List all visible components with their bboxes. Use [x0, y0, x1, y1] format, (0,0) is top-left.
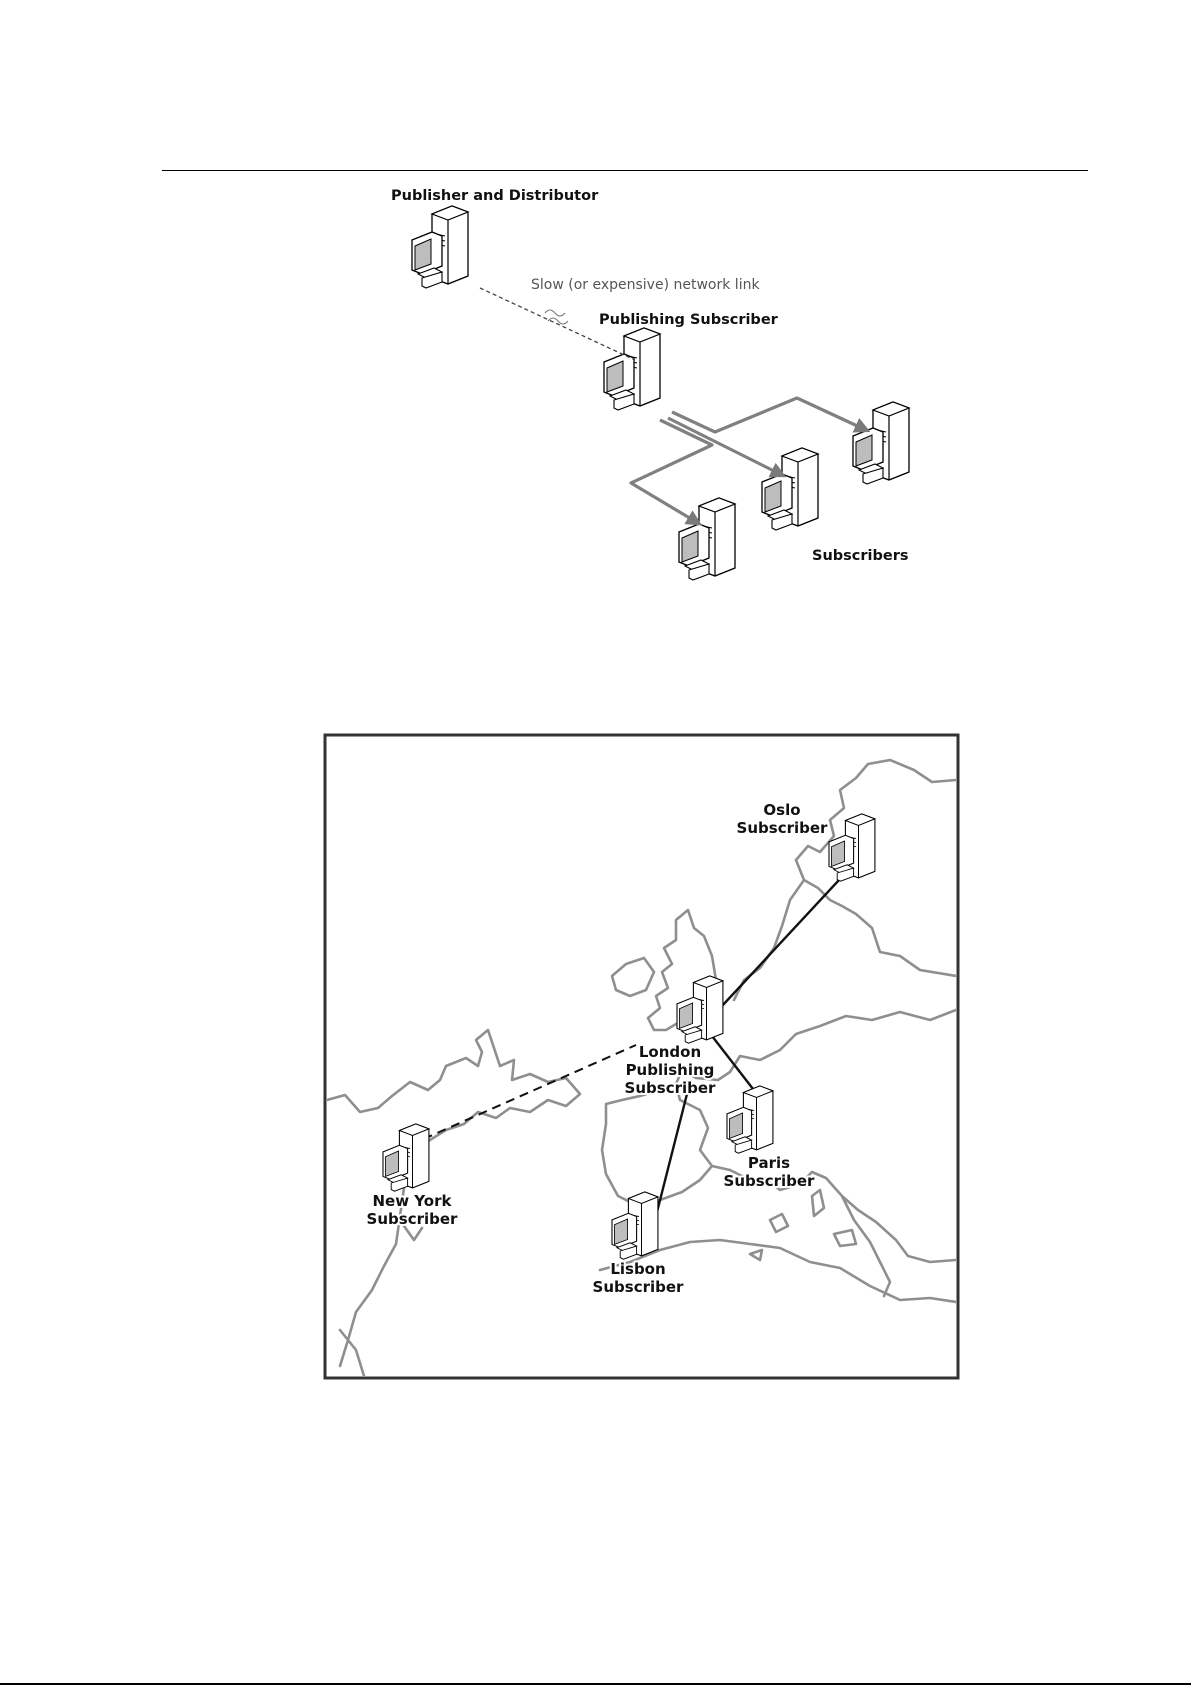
slow-link-label: Slow (or expensive) network link	[531, 277, 760, 293]
subscriber-server-icon	[762, 448, 818, 530]
subscribers-label: Subscribers	[812, 548, 909, 564]
diagram-top: Publisher and Distributor Slow (or expen…	[391, 188, 909, 580]
publishing-subscriber-label: Publishing Subscriber	[599, 312, 779, 328]
paris-label-1: Paris	[748, 1154, 790, 1172]
publishing-subscriber-server-icon	[604, 328, 660, 410]
replication-arrow	[672, 398, 866, 432]
lisbon-label-2: Subscriber	[593, 1278, 684, 1296]
london-label-3: Subscriber	[625, 1079, 716, 1097]
oslo-label-2: Subscriber	[737, 819, 828, 837]
paris-label-2: Subscriber	[724, 1172, 815, 1190]
oslo-label-1: Oslo	[763, 801, 800, 819]
london-label-2: Publishing	[626, 1061, 715, 1079]
subscriber-server-icon	[679, 498, 735, 580]
diagram-map: Oslo Subscriber London Publishing Subscr…	[325, 735, 958, 1378]
london-label-1: London	[639, 1043, 701, 1061]
lisbon-label-1: Lisbon	[610, 1260, 665, 1278]
publisher-distributor-label: Publisher and Distributor	[391, 188, 599, 204]
newyork-label-1: New York	[373, 1192, 453, 1210]
publisher-server-icon	[412, 206, 468, 288]
subscriber-server-icon	[853, 402, 909, 484]
newyork-label-2: Subscriber	[367, 1210, 458, 1228]
